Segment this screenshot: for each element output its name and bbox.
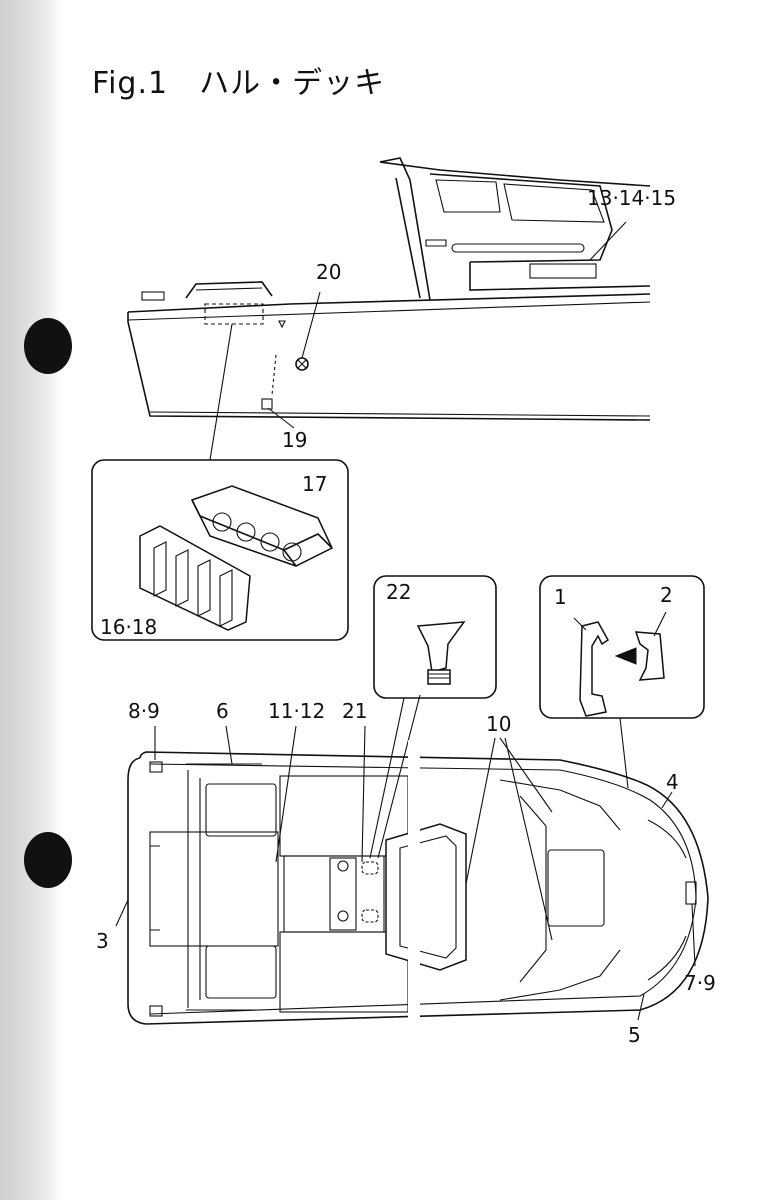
callout-7-9: 7·9	[684, 971, 716, 995]
callout-16-18: 16·18	[100, 615, 157, 639]
callout-5: 5	[628, 1023, 641, 1047]
vent-detail-inset	[91, 459, 349, 641]
callout-4: 4	[666, 770, 679, 794]
binder-hole-icon	[24, 318, 72, 374]
callout-6: 6	[216, 699, 229, 723]
callout-22: 22	[386, 580, 411, 604]
callout-11-12: 11·12	[268, 699, 325, 723]
callout-19: 19	[282, 428, 307, 452]
figure-title: Fig.1 ハル・デッキ	[92, 66, 386, 101]
callout-21: 21	[342, 699, 367, 723]
callout-20: 20	[316, 260, 341, 284]
top-view-leaders	[115, 611, 696, 1021]
boat-top-view	[127, 751, 709, 1025]
callout-10: 10	[486, 712, 511, 736]
drain-plug-inset	[373, 575, 497, 699]
boat-side-view	[127, 157, 651, 461]
callout-8-9: 8·9	[128, 699, 160, 723]
callout-13-14-15: 13·14·15	[587, 186, 676, 210]
callout-2: 2	[660, 583, 673, 607]
clip-detail-inset	[539, 575, 705, 719]
callout-1: 1	[554, 585, 567, 609]
binder-hole-icon	[24, 832, 72, 888]
callout-17: 17	[302, 472, 327, 496]
binding-edge	[0, 0, 62, 1200]
callout-3: 3	[96, 929, 109, 953]
